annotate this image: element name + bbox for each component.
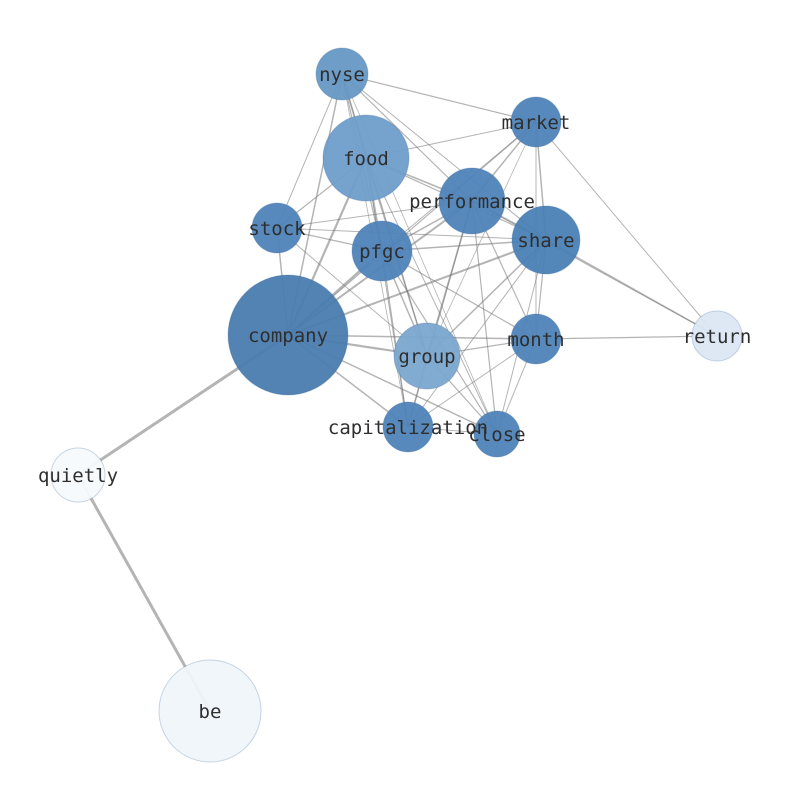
edge-month-capitalization: [407, 338, 537, 428]
node-performance: [438, 167, 506, 235]
node-capitalization: [382, 401, 434, 453]
node-be: [158, 659, 262, 763]
edge-stock-share: [276, 227, 547, 241]
node-share: [511, 205, 581, 275]
node-company: [227, 274, 349, 396]
node-month: [510, 313, 562, 365]
node-pfgc: [351, 220, 413, 282]
edge-share-capitalization: [407, 239, 547, 428]
node-quietly: [50, 447, 106, 503]
node-group: [393, 322, 461, 390]
node-return: [691, 310, 743, 362]
node-nyse: [315, 47, 369, 101]
edge-nyse-market: [341, 73, 537, 123]
edge-nyse-share: [341, 73, 547, 241]
edge-performance-close: [471, 200, 498, 435]
node-market: [510, 96, 562, 148]
edge-market-return: [535, 121, 718, 337]
node-stock: [251, 202, 303, 254]
edge-market-group: [426, 121, 537, 357]
edge-nyse-stock: [276, 73, 343, 229]
node-food: [322, 114, 410, 202]
edge-food-close: [365, 157, 498, 435]
nodes-layer: [50, 47, 743, 763]
node-close: [473, 410, 521, 458]
edge-month-return: [535, 335, 718, 340]
